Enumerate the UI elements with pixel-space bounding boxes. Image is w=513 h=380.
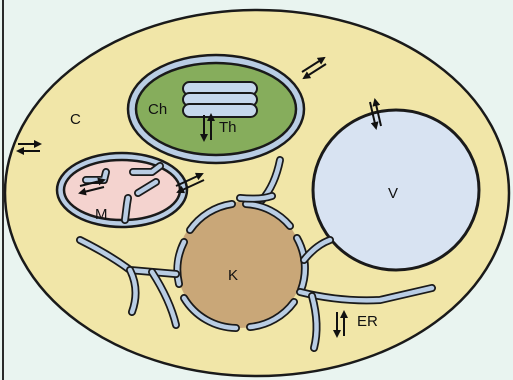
label-endoplasmic-reticulum: ER: [357, 313, 378, 330]
label-vacuole: V: [388, 185, 398, 202]
label-cytoplasm: C: [70, 111, 81, 128]
label-mitochondrion: M: [95, 206, 108, 223]
label-nucleus: K: [228, 267, 238, 284]
mitochondrion: [57, 153, 187, 227]
label-thylakoid: Th: [219, 119, 237, 136]
thylakoid-stack: [183, 82, 257, 117]
nucleus: [177, 202, 305, 328]
label-chloroplast: Ch: [148, 101, 167, 118]
